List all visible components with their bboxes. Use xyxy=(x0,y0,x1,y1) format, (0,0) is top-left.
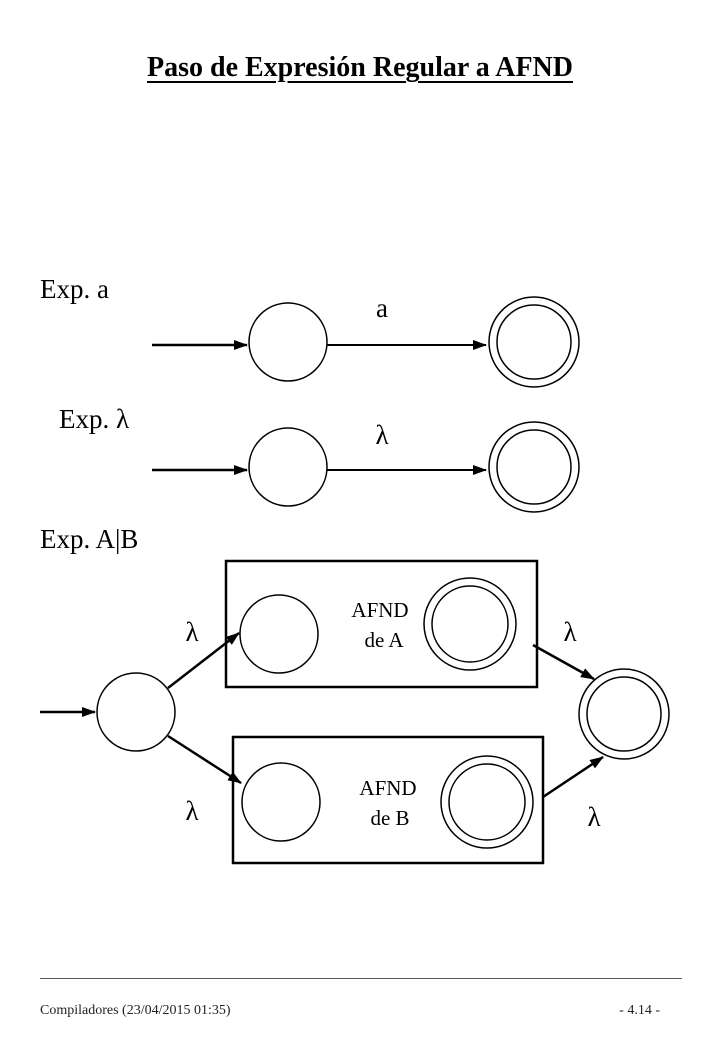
lambda-from-afnd-b-arrow xyxy=(542,755,604,799)
exp-a-final-state-inner xyxy=(496,304,572,380)
lambda-to-afnd-b-arrow xyxy=(167,734,242,785)
exp-union-initial-state xyxy=(96,672,176,752)
afnd-b-label-line1: AFND xyxy=(359,776,416,800)
page-title: Paso de Expresión Regular a AFND xyxy=(0,52,720,84)
lambda-in-b-label: λ xyxy=(185,796,198,826)
afnd-b-initial-state xyxy=(241,762,321,842)
lambda-to-afnd-a-arrow xyxy=(167,632,240,689)
afnd-a-label-line2: de A xyxy=(364,628,404,652)
afnd-a-box xyxy=(224,559,539,689)
lambda-out-b-label: λ xyxy=(587,802,600,832)
exp-a-transition-label: a xyxy=(376,293,388,323)
exp-lambda-label: Exp. λ xyxy=(59,404,129,434)
afnd-a-final-state-inner xyxy=(431,585,509,663)
exp-a-initial-state xyxy=(248,302,328,382)
footer-page-number: - 4.14 - xyxy=(619,1003,660,1018)
afnd-b-label-line2: de B xyxy=(370,806,409,830)
lambda-in-a-label: λ xyxy=(185,617,198,647)
lambda-from-afnd-a-arrow xyxy=(532,643,595,681)
exp-lambda-initial-state xyxy=(248,427,328,507)
lambda-out-a-label: λ xyxy=(563,617,576,647)
page-title-text: Paso de Expresión Regular a AFND xyxy=(147,52,573,83)
exp-lambda-transition-label: λ xyxy=(375,420,388,450)
footer-course-date: Compiladores (23/04/2015 01:35) xyxy=(40,1003,231,1018)
afnd-b-final-state-inner xyxy=(448,763,526,841)
exp-lambda-final-state-inner xyxy=(496,429,572,505)
exp-union-final-state-inner xyxy=(586,676,662,752)
afnd-a-label-line1: AFND xyxy=(351,598,408,622)
afnd-b-box xyxy=(231,735,545,865)
exp-union-label: Exp. A|B xyxy=(40,524,138,554)
exp-a-label: Exp. a xyxy=(40,274,109,304)
footer-divider xyxy=(40,978,682,979)
afnd-a-initial-state xyxy=(239,594,319,674)
